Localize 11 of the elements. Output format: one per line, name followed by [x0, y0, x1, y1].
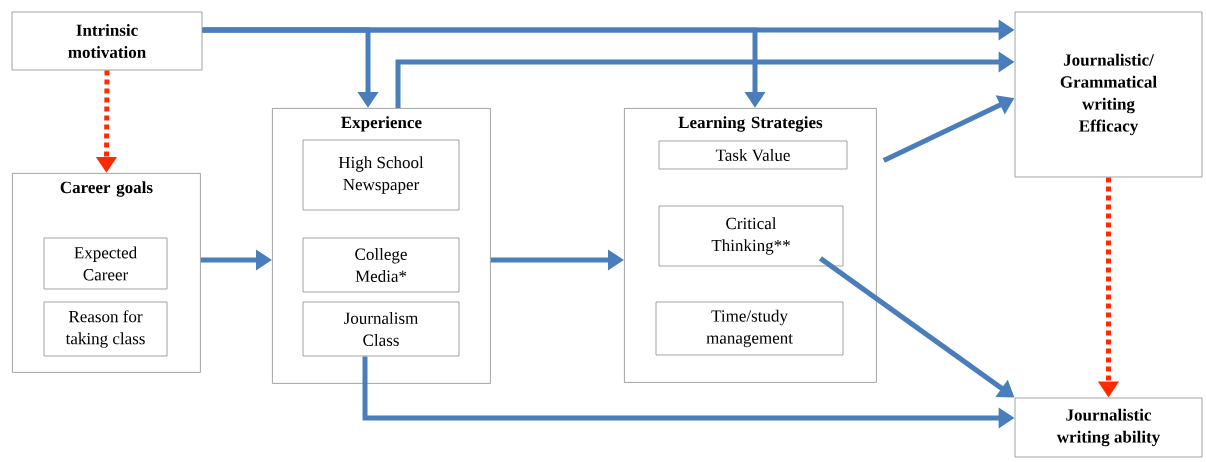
factor-box: Task Value	[658, 140, 848, 170]
factor-box: High School Newspaper	[302, 139, 460, 211]
factor-box: College Media*	[302, 237, 460, 293]
factor-box: Critical Thinking**	[658, 205, 844, 267]
factor-box: Journalism Class	[302, 301, 460, 357]
factor-box: Time/study management	[655, 301, 844, 356]
factor-box: Journalistic writing ability	[1014, 397, 1203, 458]
factor-box: Journalistic/ Grammatical writing Efficacy	[1014, 11, 1203, 178]
factor-box: Reason for taking class	[43, 301, 168, 357]
factor-box: Expected Career	[43, 237, 168, 290]
factor-box: Intrinsic motivation	[11, 11, 203, 71]
